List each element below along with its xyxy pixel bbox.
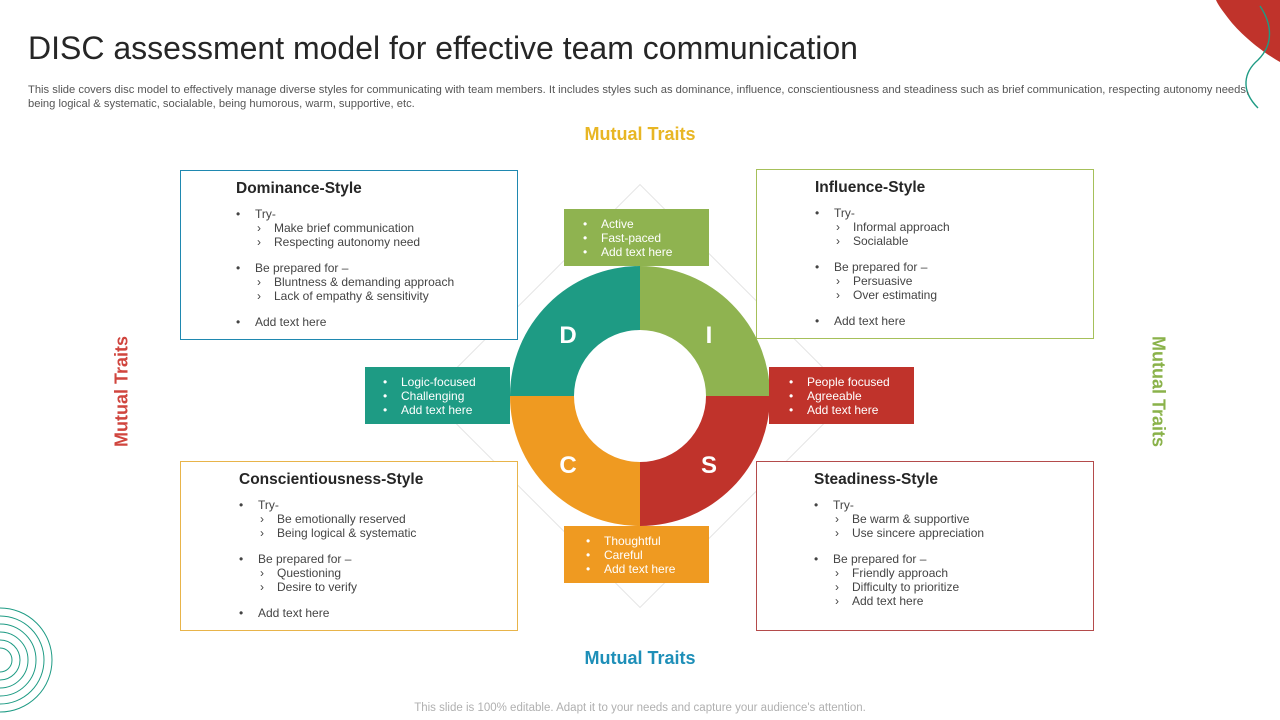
wheel-letter-d: D: [559, 322, 576, 349]
try-label: Try-: [239, 498, 423, 512]
add-text-item: Add text here: [236, 315, 454, 329]
corner-leaf-decoration: [1216, 0, 1280, 109]
prepared-item: Add text here: [814, 594, 984, 608]
try-item: Being logical & systematic: [239, 526, 423, 540]
influence-style-box: Influence-Style Try- Informal approach S…: [756, 169, 1094, 339]
try-item: Be emotionally reserved: [239, 512, 423, 526]
try-item: Respecting autonomy need: [236, 235, 454, 249]
prepared-label: Be prepared for –: [239, 552, 423, 566]
prepared-label: Be prepared for –: [814, 552, 984, 566]
prepared-item: Bluntness & demanding approach: [236, 275, 454, 289]
trait-item: Fast-paced: [583, 231, 709, 245]
add-text-item: Add text here: [815, 314, 950, 328]
add-text-item: Add text here: [239, 606, 423, 620]
wheel-letter-s: S: [701, 452, 717, 479]
trait-item: Add text here: [583, 245, 709, 259]
trait-item: Logic-focused: [383, 375, 510, 389]
prepared-item: Questioning: [239, 566, 423, 580]
try-label: Try-: [814, 498, 984, 512]
try-item: Informal approach: [815, 220, 950, 234]
wheel-letter-c: C: [559, 452, 576, 479]
trait-item: Add text here: [586, 562, 709, 576]
prepared-item: Desire to verify: [239, 580, 423, 594]
influence-style-title: Influence-Style: [815, 179, 926, 196]
try-item: Be warm & supportive: [814, 512, 984, 526]
trait-item: Agreeable: [789, 389, 914, 403]
try-item: Make brief communication: [236, 221, 454, 235]
prepared-label: Be prepared for –: [236, 261, 454, 275]
mutual-traits-top: Mutual Traits: [584, 124, 696, 144]
conscientiousness-style-box: Conscientiousness-Style Try- Be emotiona…: [180, 461, 518, 631]
c-traits-tag: Thoughtful Careful Add text here: [564, 526, 709, 583]
wheel-letter-i: I: [706, 322, 713, 349]
dominance-style-box: Dominance-Style Try- Make brief communic…: [180, 170, 518, 340]
prepared-label: Be prepared for –: [815, 260, 950, 274]
trait-item: Active: [583, 217, 709, 231]
prepared-item: Over estimating: [815, 288, 950, 302]
try-item: Use sincere appreciation: [814, 526, 984, 540]
s-traits-tag: People focused Agreeable Add text here: [769, 367, 914, 424]
footer-note: This slide is 100% editable. Adapt it to…: [414, 702, 866, 714]
d-traits-tag: Logic-focused Challenging Add text here: [365, 367, 510, 424]
trait-item: Challenging: [383, 389, 510, 403]
page-subtitle: This slide covers disc model to effectiv…: [28, 84, 1250, 110]
i-traits-tag: Active Fast-paced Add text here: [564, 209, 709, 266]
dominance-style-title: Dominance-Style: [236, 180, 362, 197]
try-item: Socialable: [815, 234, 950, 248]
trait-item: People focused: [789, 375, 914, 389]
wheel-segment-c: [510, 396, 640, 526]
concentric-circles-decoration: [0, 607, 53, 713]
trait-item: Careful: [586, 548, 709, 562]
trait-item: Add text here: [789, 403, 914, 417]
wheel-segment-i: [640, 266, 770, 396]
wheel-segment-d: [510, 266, 640, 396]
try-label: Try-: [815, 206, 950, 220]
conscientiousness-style-title: Conscientiousness-Style: [239, 471, 424, 488]
steadiness-style-title: Steadiness-Style: [814, 471, 939, 488]
try-label: Try-: [236, 207, 454, 221]
wheel-segment-s: [640, 396, 770, 526]
prepared-item: Difficulty to prioritize: [814, 580, 984, 594]
mutual-traits-bottom: Mutual Traits: [584, 648, 696, 668]
trait-item: Thoughtful: [586, 534, 709, 548]
prepared-item: Friendly approach: [814, 566, 984, 580]
steadiness-style-box: Steadiness-Style Try- Be warm & supporti…: [756, 461, 1094, 631]
prepared-item: Lack of empathy & sensitivity: [236, 289, 454, 303]
page-title: DISC assessment model for effective team…: [28, 30, 858, 66]
prepared-item: Persuasive: [815, 274, 950, 288]
trait-item: Add text here: [383, 403, 510, 417]
